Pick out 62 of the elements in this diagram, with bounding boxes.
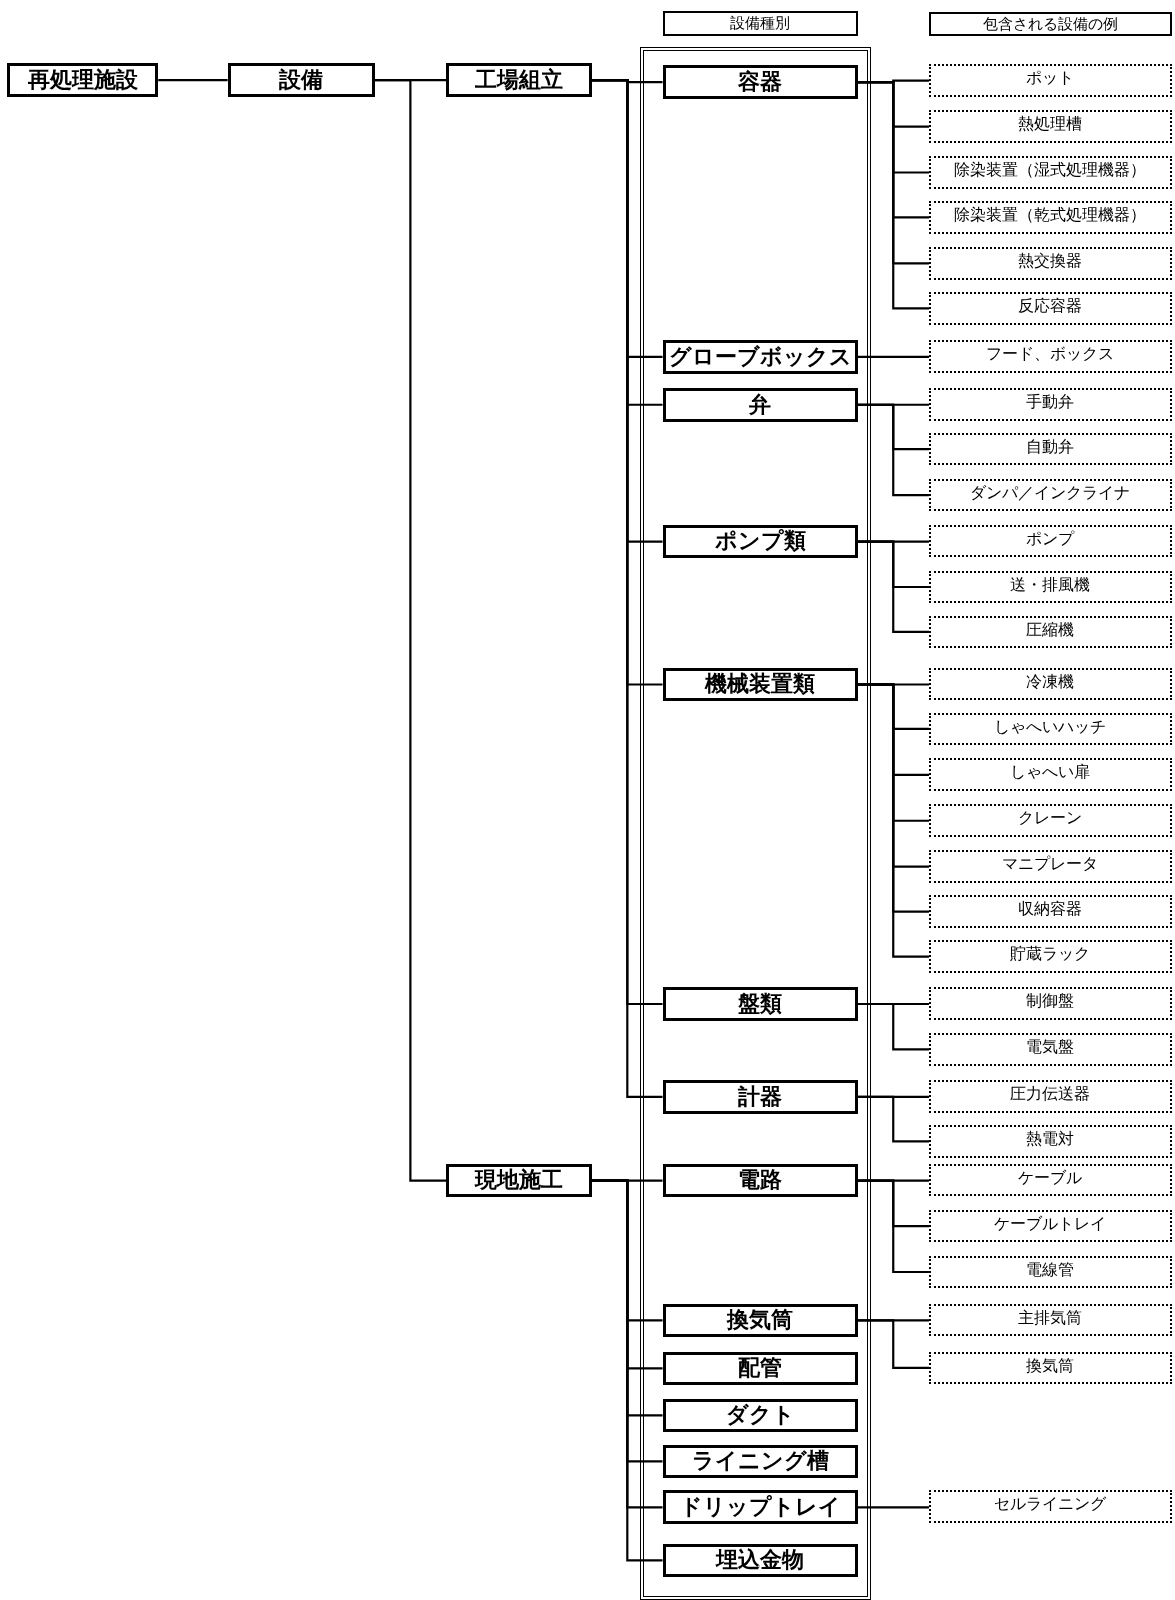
category-box: 計器 [662,1080,858,1114]
connector-line [857,355,929,358]
connector-line [857,403,929,497]
connector-line [857,1002,929,1051]
connector-line [857,81,929,310]
hierarchy-box: 工場組立 [446,63,593,97]
example-box: 制御盤 [928,987,1172,1020]
example-box: ダンパ／インクライナ [928,478,1172,512]
category-box: 埋込金物 [662,1543,858,1578]
example-box: 換気筒 [928,1351,1172,1385]
hierarchy-box: 再処理施設 [7,63,159,97]
category-box: ポンプ類 [662,524,858,559]
category-box: 弁 [662,387,858,422]
connector-line [374,79,447,1182]
category-box: 配管 [662,1351,858,1386]
example-box: フード、ボックス [928,339,1172,373]
hierarchy-box: 設備 [227,63,375,97]
example-box: 収納容器 [928,895,1172,928]
category-box: ドリップトレイ [662,1490,858,1525]
example-box: 熱電対 [928,1124,1172,1158]
example-box: 主排気筒 [928,1303,1172,1337]
example-box: 圧縮機 [928,615,1172,649]
category-box: 機械装置類 [662,667,858,702]
example-box: クレーン [928,804,1172,838]
example-box: 熱処理槽 [928,110,1172,143]
example-box: 圧力伝送器 [928,1080,1172,1113]
connector-line [857,1179,929,1274]
column-header: 設備種別 [662,11,858,36]
connector-line [857,540,929,633]
example-box: しゃへい扉 [928,758,1172,792]
example-box: マニプレータ [928,850,1172,883]
category-box: グローブボックス [662,339,858,374]
category-box: 容器 [662,65,858,99]
category-box: 盤類 [662,987,858,1021]
example-box: 冷凍機 [928,667,1172,701]
example-box: ケーブル [928,1163,1172,1197]
hierarchy-box: 現地施工 [446,1163,593,1198]
connector-line [857,1319,929,1370]
example-box: 自動弁 [928,432,1172,466]
example-box: 手動弁 [928,387,1172,421]
example-box: ポット [928,64,1172,97]
example-box: 貯蔵ラック [928,940,1172,973]
example-box: ポンプ [928,524,1172,558]
connector-line [857,1506,929,1509]
example-box: 反応容器 [928,291,1172,325]
category-box: 換気筒 [662,1303,858,1338]
category-box: ライニング槽 [662,1444,858,1479]
column-header: 包含される設備の例 [928,12,1172,36]
category-box: 電路 [662,1163,858,1198]
connector-line [857,683,929,958]
example-box: 電気盤 [928,1033,1172,1066]
example-box: セルライニング [928,1490,1172,1524]
example-box: 熱交換器 [928,247,1172,280]
category-box: ダクト [662,1398,858,1433]
example-box: しゃへいハッチ [928,712,1172,746]
connector-line [158,79,228,82]
example-box: 送・排風機 [928,570,1172,604]
example-box: 除染装置（乾式処理機器） [928,201,1172,234]
example-box: ケーブルトレイ [928,1209,1172,1243]
example-box: 電線管 [928,1255,1172,1289]
connector-line [857,1095,929,1143]
example-box: 除染装置（湿式処理機器） [928,156,1172,189]
